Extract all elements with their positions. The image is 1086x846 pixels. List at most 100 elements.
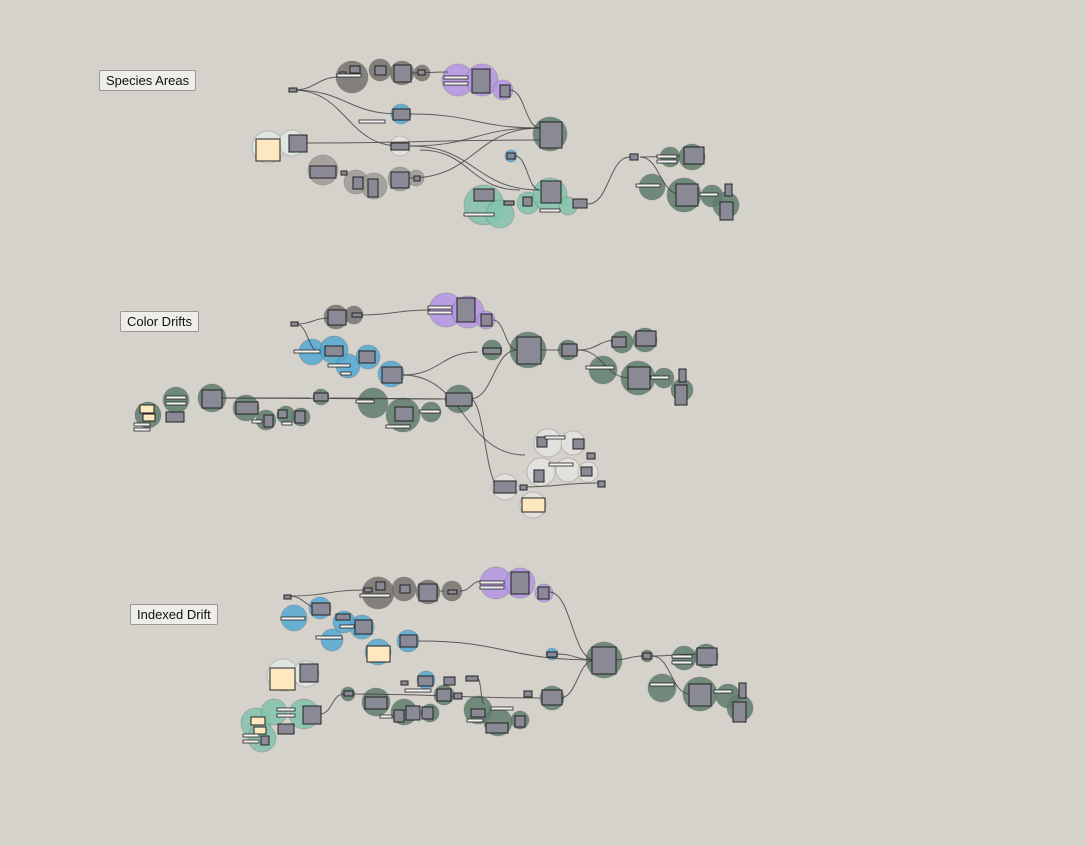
id-s17[interactable] [649, 682, 675, 687]
id-c24[interactable] [393, 709, 405, 723]
cd-panel2[interactable] [142, 413, 156, 422]
id-c18[interactable] [465, 675, 479, 682]
cd-c12[interactable] [611, 336, 627, 348]
id-c28[interactable] [453, 692, 463, 700]
cd-c26[interactable] [536, 436, 548, 448]
cd-c33[interactable] [519, 484, 528, 491]
cd-c7[interactable] [358, 350, 376, 364]
sa-panel1[interactable] [255, 138, 281, 162]
sa-s3[interactable] [336, 73, 362, 78]
w43[interactable] [477, 678, 485, 705]
sa-c18[interactable] [539, 121, 563, 149]
id-panel4[interactable] [253, 726, 267, 735]
cd-c30[interactable] [586, 452, 596, 460]
id-c19[interactable] [277, 723, 295, 735]
cd-c28[interactable] [533, 469, 545, 483]
cd-s4[interactable] [327, 363, 351, 368]
id-c34[interactable] [591, 646, 617, 675]
cd-c16[interactable] [674, 384, 688, 406]
id-c2[interactable] [363, 587, 373, 593]
w40[interactable] [651, 655, 691, 695]
id-c26[interactable] [421, 706, 434, 720]
sa-c1[interactable] [288, 87, 298, 93]
cd-c11[interactable] [561, 343, 578, 357]
id-s14[interactable] [466, 718, 484, 723]
sa-c24[interactable] [572, 198, 588, 209]
cd-c8[interactable] [381, 366, 403, 384]
id-c30[interactable] [485, 722, 509, 734]
cd-s1[interactable] [427, 305, 453, 310]
cd-c6[interactable] [324, 345, 344, 357]
w30[interactable] [519, 482, 601, 488]
sa-c8[interactable] [499, 84, 511, 98]
w2[interactable] [292, 89, 401, 115]
cd-s16[interactable] [385, 424, 411, 429]
id-c29[interactable] [470, 708, 486, 718]
w26[interactable] [577, 349, 631, 379]
cd-c9[interactable] [482, 347, 502, 355]
sa-s4[interactable] [358, 119, 386, 124]
sa-c27[interactable] [675, 183, 699, 207]
cd-c22[interactable] [294, 410, 306, 424]
w9[interactable] [409, 145, 541, 191]
cd-s12[interactable] [251, 419, 263, 424]
sa-c12[interactable] [309, 165, 337, 179]
sa-s8[interactable] [656, 159, 678, 164]
id-s13[interactable] [490, 706, 514, 711]
id-c12[interactable] [399, 634, 418, 648]
group-label-indexed-drift[interactable]: Indexed Drift [130, 604, 218, 625]
w16[interactable] [295, 317, 331, 325]
sa-c29[interactable] [719, 201, 734, 221]
w36[interactable] [555, 653, 596, 661]
w31[interactable] [288, 589, 367, 597]
cd-s14[interactable] [355, 399, 375, 404]
cd-s18[interactable] [548, 462, 574, 467]
cd-s15[interactable] [419, 409, 441, 414]
w3[interactable] [292, 89, 401, 147]
id-panel3[interactable] [250, 716, 266, 726]
id-c22[interactable] [343, 690, 354, 697]
w15[interactable] [514, 155, 541, 191]
id-c1[interactable] [283, 594, 292, 600]
id-panel2[interactable] [269, 667, 296, 691]
cd-s11[interactable] [165, 401, 187, 406]
sa-c17[interactable] [413, 175, 421, 182]
cd-c23[interactable] [313, 392, 329, 402]
w14[interactable] [639, 156, 681, 195]
id-c6[interactable] [447, 589, 458, 595]
group-label-color-drifts[interactable]: Color Drifts [120, 311, 200, 332]
id-c23[interactable] [364, 696, 388, 710]
sa-c16[interactable] [390, 171, 410, 189]
w34[interactable] [548, 591, 596, 661]
cd-c21[interactable] [277, 409, 288, 419]
w37[interactable] [559, 659, 596, 699]
w12[interactable] [587, 156, 631, 205]
id-s4[interactable] [280, 616, 306, 621]
w5[interactable] [509, 89, 541, 129]
cd-c17[interactable] [165, 411, 185, 423]
cd-c18[interactable] [201, 389, 223, 409]
cd-c15[interactable] [678, 368, 687, 383]
sa-c14[interactable] [352, 176, 364, 190]
sa-c20[interactable] [473, 188, 495, 202]
w11[interactable] [419, 149, 521, 191]
id-c11[interactable] [354, 619, 373, 635]
cd-c5[interactable] [480, 313, 493, 327]
sa-c13[interactable] [340, 170, 348, 176]
id-c17[interactable] [443, 676, 456, 686]
cd-s8[interactable] [133, 422, 151, 427]
sa-s5[interactable] [463, 212, 495, 217]
cd-s17[interactable] [544, 435, 566, 440]
id-c7[interactable] [510, 571, 530, 595]
id-c36[interactable] [696, 647, 718, 666]
cd-c19[interactable] [235, 401, 259, 415]
sa-c9[interactable] [392, 108, 411, 121]
sa-c28[interactable] [724, 183, 733, 197]
sa-c7[interactable] [471, 68, 491, 94]
cd-c14[interactable] [627, 366, 651, 390]
cd-c24[interactable] [394, 406, 414, 422]
cd-c29[interactable] [580, 466, 593, 477]
w8[interactable] [305, 139, 541, 144]
id-c21[interactable] [260, 735, 270, 746]
cd-s6[interactable] [585, 365, 615, 370]
